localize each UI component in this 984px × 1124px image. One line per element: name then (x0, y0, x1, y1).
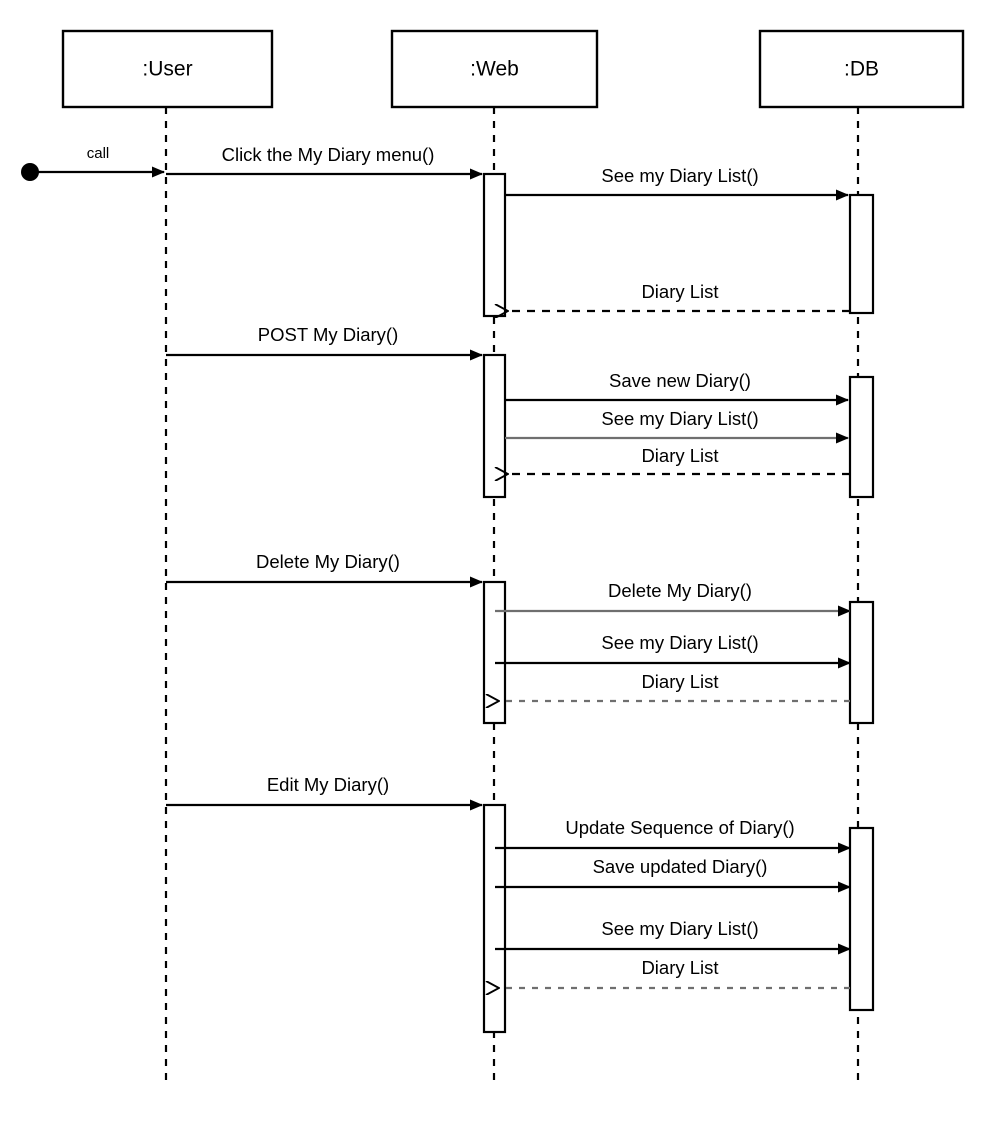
message-label-m15: See my Diary List() (601, 918, 758, 939)
participant-web[interactable]: :Web (390, 29, 599, 109)
message-label-m9: Delete My Diary() (608, 580, 752, 601)
message-label-m5: Save new Diary() (609, 370, 751, 391)
message-m3[interactable]: Diary List (508, 281, 850, 311)
activation-bars (482, 172, 875, 1034)
participant-box-db (758, 29, 965, 109)
message-label-m14: Save updated Diary() (593, 856, 768, 877)
message-label-m1: Click the My Diary menu() (222, 144, 435, 165)
message-m7[interactable]: Diary List (508, 445, 850, 474)
message-label-m12: Edit My Diary() (267, 774, 389, 795)
message-label-m6: See my Diary List() (601, 408, 758, 429)
activation-web-2 (482, 353, 507, 499)
message-m4[interactable]: POST My Diary() (166, 324, 483, 361)
message-label-m3: Diary List (641, 281, 718, 302)
message-m5[interactable]: Save new Diary() (505, 370, 849, 406)
participant-label-web: :Web (470, 58, 519, 81)
message-m1[interactable]: Click the My Diary menu() (166, 144, 483, 180)
found-message-call[interactable]: call (21, 145, 165, 181)
message-m9[interactable]: Delete My Diary() (495, 580, 851, 617)
message-label-m10: See my Diary List() (601, 632, 758, 653)
message-label-m8: Delete My Diary() (256, 551, 400, 572)
activation-db-2 (848, 375, 875, 499)
message-m11[interactable]: Diary List (499, 671, 850, 701)
activation-db-4 (848, 826, 875, 1012)
message-label-m16: Diary List (641, 957, 718, 978)
message-label-m4: POST My Diary() (258, 324, 398, 345)
participant-label-db: :DB (844, 58, 879, 81)
message-m2[interactable]: See my Diary List() (505, 165, 849, 201)
activation-db-3 (848, 600, 875, 725)
message-m6[interactable]: See my Diary List() (505, 408, 849, 444)
found-message-label: call (87, 145, 110, 162)
activation-web-3 (482, 580, 507, 725)
activation-web-4 (482, 803, 507, 1034)
message-m15[interactable]: See my Diary List() (495, 918, 851, 955)
participant-user[interactable]: :User (61, 29, 274, 109)
message-m10[interactable]: See my Diary List() (495, 632, 851, 669)
message-m16[interactable]: Diary List (499, 957, 850, 988)
participant-box-user (61, 29, 274, 109)
message-label-m2: See my Diary List() (601, 165, 758, 186)
message-m13[interactable]: Update Sequence of Diary() (495, 817, 851, 854)
message-m8[interactable]: Delete My Diary() (166, 551, 483, 588)
message-m14[interactable]: Save updated Diary() (495, 856, 851, 893)
message-label-m7: Diary List (641, 445, 718, 466)
activation-web-1 (482, 172, 507, 318)
message-label-m13: Update Sequence of Diary() (565, 817, 794, 838)
participant-box-web (390, 29, 599, 109)
activation-db-1 (848, 193, 875, 315)
message-label-m11: Diary List (641, 671, 718, 692)
participant-db[interactable]: :DB (758, 29, 965, 109)
participant-label-user: :User (142, 58, 192, 81)
message-m12[interactable]: Edit My Diary() (166, 774, 483, 811)
